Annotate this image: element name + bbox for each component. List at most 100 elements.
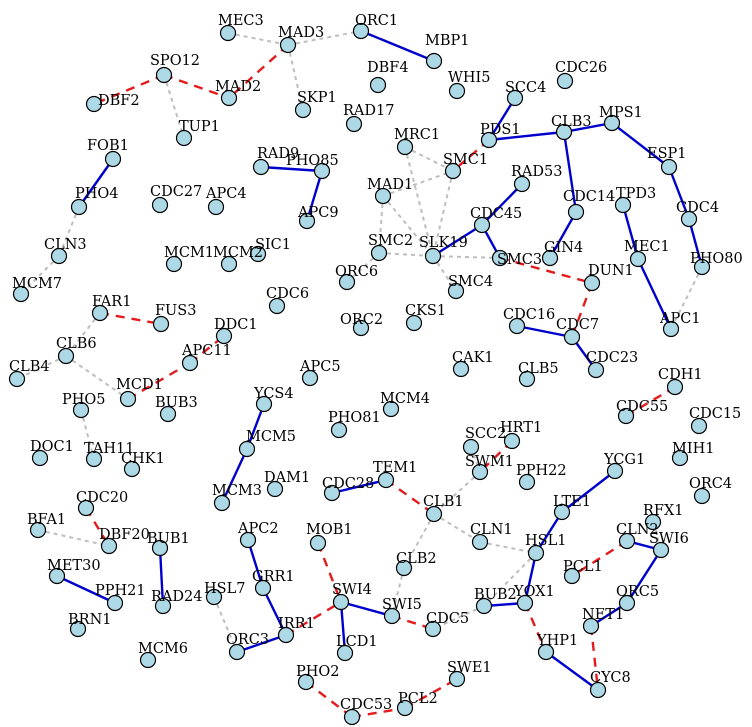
node-circle	[396, 699, 414, 717]
node-circle	[516, 594, 534, 612]
node-circle	[249, 245, 267, 263]
node-label: PDS1	[480, 122, 521, 138]
node-cak1: CAK1	[452, 350, 494, 378]
node-fob1: FOB1	[87, 138, 129, 168]
node-orc2: ORC2	[340, 312, 383, 337]
node-label: CDH1	[658, 367, 703, 383]
node-label: SIC1	[255, 237, 291, 253]
node-cdc20: CDC20	[76, 490, 128, 517]
node-label: NET1	[582, 607, 624, 623]
node-irr1: IRR1	[277, 616, 315, 644]
node-circle	[100, 537, 118, 555]
node-cln2: CLN2	[616, 522, 659, 550]
edge-mcd1-apc11	[127, 361, 191, 401]
node-circle	[506, 89, 524, 107]
node-label: CLB1	[423, 494, 464, 510]
node-smc2: SMC2	[368, 233, 413, 262]
node-label: DUN1	[588, 263, 634, 279]
node-circle	[567, 203, 585, 221]
node-label: MCM4	[380, 391, 430, 407]
node-tpd3: TPD3	[614, 186, 656, 214]
node-label: PHO5	[62, 392, 106, 408]
node-circle	[473, 216, 491, 234]
edge-grr1-irr1	[261, 587, 288, 636]
node-label: MPS1	[599, 105, 643, 121]
node-circle	[268, 297, 286, 315]
node-label: BFA1	[27, 512, 66, 528]
node-apc11: APC11	[181, 343, 232, 372]
node-circle	[298, 212, 316, 230]
node-tem1: TEM1	[373, 460, 417, 489]
node-label: MCM3	[212, 483, 262, 499]
node-circle	[57, 347, 75, 365]
node-cdc14: CDC14	[563, 189, 615, 221]
node-circle	[424, 620, 442, 638]
node-circle	[377, 471, 395, 489]
node-circle	[252, 158, 270, 176]
node-label: CYC8	[590, 670, 631, 686]
node-circle	[503, 432, 521, 450]
node-cdc15: CDC15	[689, 406, 741, 435]
node-circle	[85, 450, 103, 468]
node-circle	[352, 22, 370, 40]
node-label: DBF20	[99, 527, 150, 543]
node-circle	[471, 463, 489, 481]
node-orc1: ORC1	[352, 13, 398, 40]
node-cdc45: CDC45	[470, 206, 522, 234]
node-dun1: DUN1	[583, 263, 634, 292]
node-label: SMC3	[497, 252, 542, 268]
node-pph21: PPH21	[95, 583, 146, 612]
node-circle	[152, 315, 170, 333]
edge-pho85-apc9	[305, 170, 324, 222]
node-label: PHO85	[286, 153, 339, 169]
node-circle	[205, 588, 223, 606]
node-circle	[652, 541, 670, 559]
node-circle	[425, 505, 443, 523]
node-swi4: SWI4	[332, 582, 372, 611]
edge-irr1-swi4	[285, 600, 342, 637]
node-circle	[220, 89, 238, 107]
node-label: ORC3	[226, 632, 269, 648]
edge-clb2-swi5	[391, 567, 405, 617]
node-circle	[555, 123, 573, 141]
node-circle	[629, 250, 647, 268]
node-circle	[8, 370, 26, 388]
edge-far1-fus3	[99, 311, 162, 326]
edge-mad1-slk19	[382, 195, 434, 257]
node-label: BUB1	[147, 531, 190, 547]
edge-pho2-cdc53	[305, 681, 353, 718]
node-circle	[680, 210, 698, 228]
node-mob1: MOB1	[306, 522, 353, 552]
node-circle	[644, 513, 662, 531]
node-circle	[589, 681, 607, 699]
node-circle	[332, 593, 350, 611]
node-circle	[693, 487, 711, 505]
node-circle	[345, 115, 363, 133]
node-mcm1: MCM1	[164, 245, 214, 273]
node-circle	[343, 708, 361, 726]
node-circle	[181, 354, 199, 372]
edge-clb6-clb4	[16, 355, 67, 380]
node-pho81: PHO81	[328, 410, 381, 439]
edge-far1-clb6	[65, 312, 101, 357]
node-mcm3: MCM3	[212, 483, 262, 512]
node-label: TPD3	[616, 186, 656, 202]
node-circle	[31, 449, 49, 467]
node-pcl2: PCL2	[396, 691, 438, 717]
edge-mrc1-slk19	[404, 146, 434, 257]
node-dbf4: DBF4	[367, 60, 409, 94]
node-label: MEC3	[218, 13, 264, 29]
node-label: SMC1	[443, 152, 488, 168]
edge-fob1-pho4	[78, 158, 114, 208]
node-circle	[618, 594, 636, 612]
node-circle	[297, 673, 315, 691]
node-mcm7: MCM7	[12, 276, 62, 303]
node-circle	[175, 129, 193, 147]
edge-pcl2-swe1	[404, 677, 458, 710]
node-mec3: MEC3	[218, 13, 264, 42]
node-cdc26: CDC26	[555, 60, 607, 90]
node-circle	[382, 400, 400, 418]
node-circle	[660, 158, 678, 176]
node-label: CDC45	[470, 206, 522, 222]
node-label: APC11	[181, 343, 232, 359]
